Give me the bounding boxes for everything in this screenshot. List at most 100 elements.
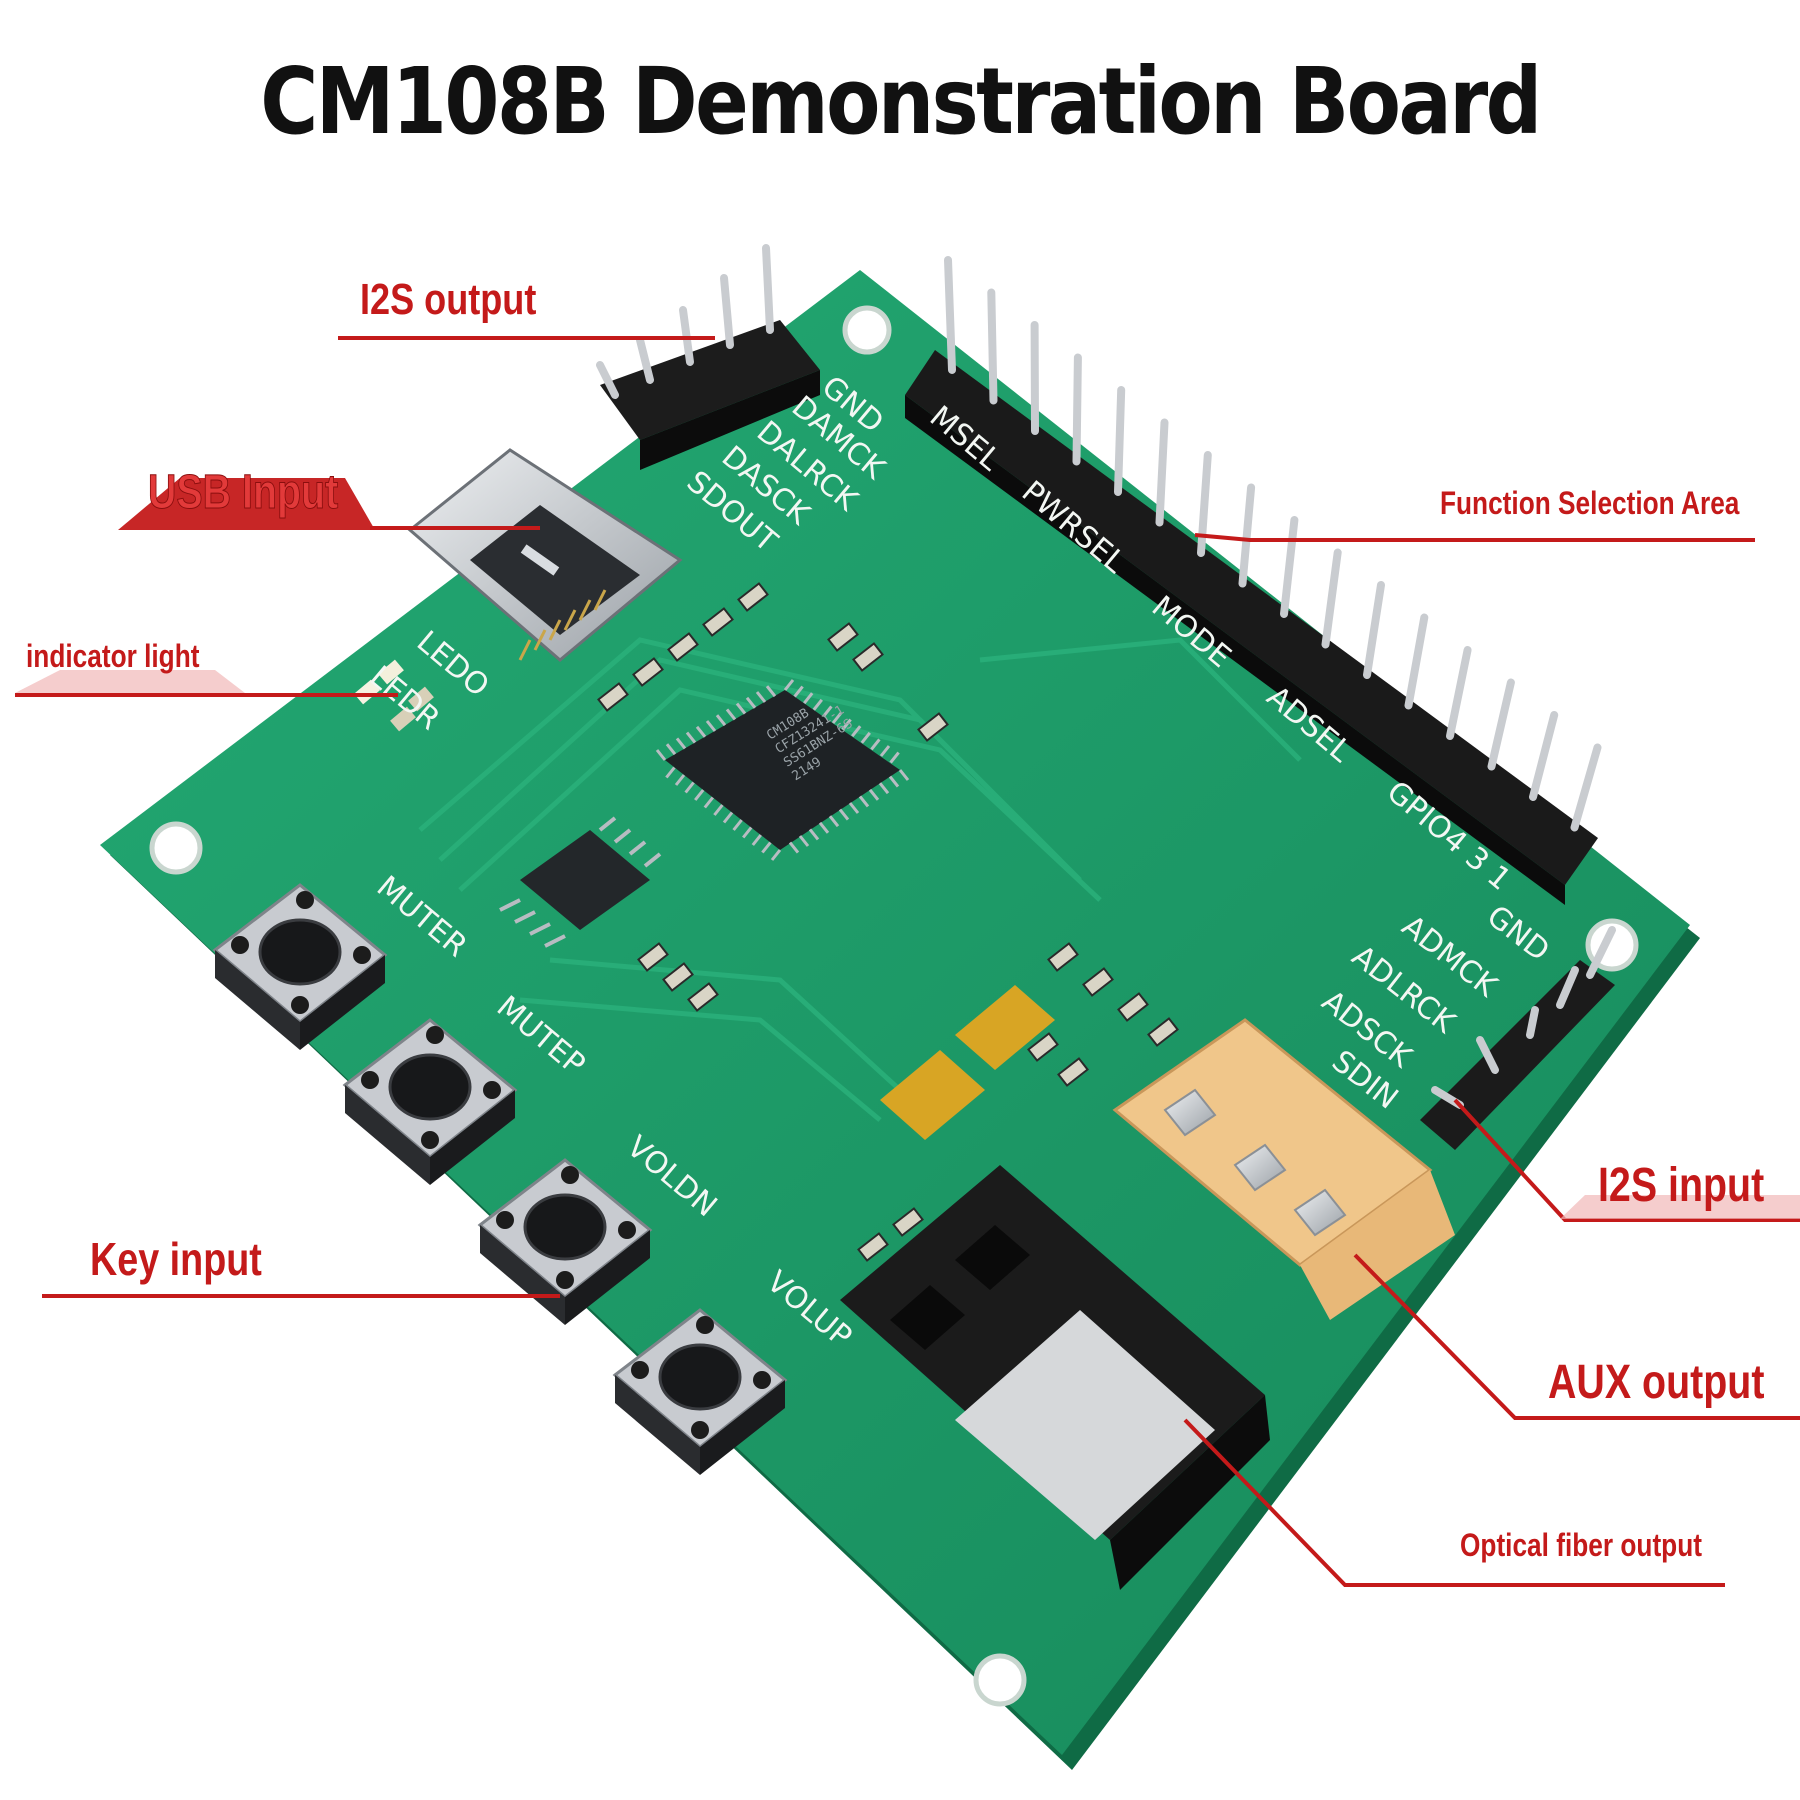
chip-pin [858,795,870,808]
smd-part [702,607,734,637]
smd-part [1027,1032,1059,1062]
chip-pin [788,841,800,854]
smd-part [892,1207,924,1237]
header-pin [1446,646,1472,740]
chip-pin [793,685,804,698]
leader-aux-output [1353,1253,1800,1420]
chip-pin [685,731,697,744]
header-pin [1487,678,1515,771]
smd-part [1082,967,1114,997]
chip-pin [675,737,687,750]
chip-pin [695,725,707,738]
chip-pin [705,720,717,732]
page-title: CM108B Demonstration Board [260,48,1542,155]
i2s-output-header [596,244,820,470]
chip-pin [732,819,743,831]
smd-part [667,632,699,662]
header-pin [1570,743,1602,832]
header-pin [1363,581,1385,679]
chip-pin [878,782,890,795]
chip-pin [722,811,734,824]
chip-pin [808,828,820,841]
mounting-hole [842,305,892,355]
chip-pin [751,834,762,846]
leader-function-selection [1194,533,1755,542]
indicator-leds [354,659,434,732]
chip-pin [831,712,843,724]
tactile-button [212,883,388,1050]
header-pin [987,288,998,405]
optical-output-module [840,1165,1270,1590]
chip-pin [770,849,782,861]
chip-pin [838,808,850,821]
chip-pin [898,769,910,781]
chip-pin [665,743,677,756]
chip-pin [684,781,695,794]
header-pin [1072,353,1082,466]
header-pin [1197,451,1212,557]
chip-pin [888,775,900,788]
cm108b-chip: CM108B CFZ13241-1 SS61BNZ-6S 2149 [655,679,910,861]
chip-pin [713,804,724,816]
chip-pin [715,714,727,727]
smd-part [1117,992,1149,1022]
callout-banners [15,478,1800,1219]
chip-pin [848,802,860,814]
chip-pin [703,796,714,809]
chip-pin [868,788,880,801]
mounting-hole [149,821,203,875]
callout-i2s-input: I2S input [1598,1159,1765,1212]
chip-pin [694,789,705,801]
chip-pin [765,685,777,698]
chip-pin [879,745,891,757]
callout-indicator-light: indicator light [26,638,200,674]
smd-components [597,582,1179,1262]
chip-pin [783,679,795,691]
eeprom-chip [499,816,662,948]
mounting-hole [973,1653,1027,1707]
header-pin [1280,516,1299,618]
leader-i2s-input [1453,1098,1800,1222]
chip-pin [665,766,676,779]
header-pin [1404,613,1429,710]
smd-part [827,622,859,652]
chip-pin [803,692,814,705]
callout-i2s-output: I2S output [360,275,537,324]
chip-pin [828,815,840,828]
chip-pin [725,708,737,721]
usb-c-connector [407,448,683,662]
smd-part [662,962,694,992]
chip-pin [818,821,830,834]
chip-pin [655,749,667,761]
push-buttons [212,883,788,1475]
chip-pin [889,751,900,764]
smd-part [1147,1017,1179,1047]
callout-function-selection: Function Selection Area [1440,485,1740,521]
chip-pin [761,841,772,854]
callout-key-input: Key input [90,1233,262,1285]
callout-leaders [15,336,1800,1587]
aux-jack [1112,1018,1455,1320]
chip-pin [851,725,862,738]
chip-pin [735,702,747,715]
chip-pin [745,696,757,709]
tactile-button [342,1018,518,1185]
chip-pin [822,705,833,718]
tactile-button [612,1308,788,1475]
header-pin [1529,711,1559,801]
smd-part [637,942,669,972]
chip-pin [798,835,810,847]
chip-pin [870,738,881,751]
callout-usb-input: USB Input [148,466,339,520]
smd-part [687,982,719,1012]
smd-part [1057,1057,1089,1087]
smd-part [852,642,884,672]
callout-aux-output: AUX output [1548,1356,1765,1409]
smd-part [597,682,629,712]
smd-part [1047,942,1079,972]
chip-pin [674,774,686,786]
tantalum-capacitors [880,985,1055,1140]
chip-pin [812,698,823,711]
